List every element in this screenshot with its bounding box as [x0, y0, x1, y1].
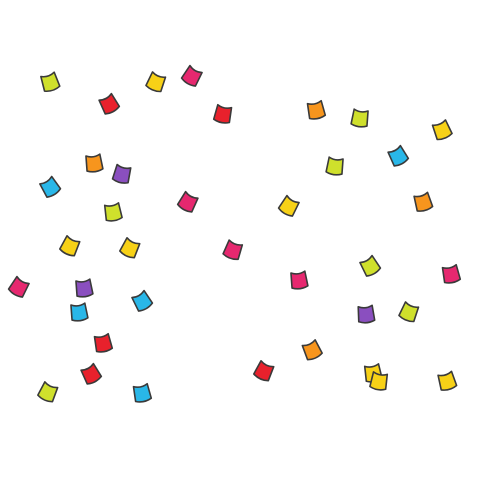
- confetti-piece-lime: [40, 71, 61, 93]
- confetti-piece-cyan: [70, 302, 89, 322]
- confetti-piece-orange: [306, 99, 327, 120]
- confetti-piece-lime: [325, 156, 344, 176]
- confetti-piece-cyan: [132, 382, 153, 403]
- confetti-piece-red: [98, 92, 121, 115]
- confetti-piece-red: [80, 362, 103, 385]
- confetti-piece-pink: [290, 270, 309, 290]
- confetti-piece-cyan: [39, 175, 62, 198]
- confetti-piece-pink: [7, 275, 30, 298]
- confetti-piece-red: [212, 103, 233, 124]
- confetti-piece-purple: [357, 304, 376, 324]
- confetti-piece-cyan: [387, 144, 410, 167]
- confetti-piece-lime: [350, 108, 369, 128]
- confetti-piece-orange: [85, 153, 104, 173]
- confetti-piece-lime: [398, 301, 420, 323]
- confetti-piece-purple: [75, 278, 94, 298]
- confetti-piece-yellow: [431, 119, 453, 141]
- confetti-piece-red: [252, 359, 275, 382]
- confetti-piece-lime: [103, 202, 123, 222]
- confetti-piece-orange: [301, 339, 323, 361]
- confetti-piece-purple: [111, 163, 132, 184]
- confetti-piece-yellow: [369, 371, 389, 391]
- confetti-piece-lime: [359, 254, 382, 277]
- confetti-piece-orange: [413, 191, 434, 212]
- confetti-piece-yellow: [437, 370, 458, 391]
- confetti-piece-cyan: [131, 289, 154, 312]
- confetti-piece-lime: [37, 381, 59, 403]
- confetti-piece-pink: [441, 263, 462, 284]
- confetti-piece-yellow: [145, 71, 167, 93]
- confetti-piece-yellow: [277, 194, 300, 217]
- confetti-piece-pink: [176, 190, 199, 213]
- confetti-piece-yellow: [118, 236, 141, 259]
- confetti-piece-pink: [180, 64, 203, 87]
- confetti-piece-yellow: [58, 234, 81, 257]
- confetti-piece-red: [93, 332, 114, 353]
- confetti-piece-pink: [222, 239, 244, 261]
